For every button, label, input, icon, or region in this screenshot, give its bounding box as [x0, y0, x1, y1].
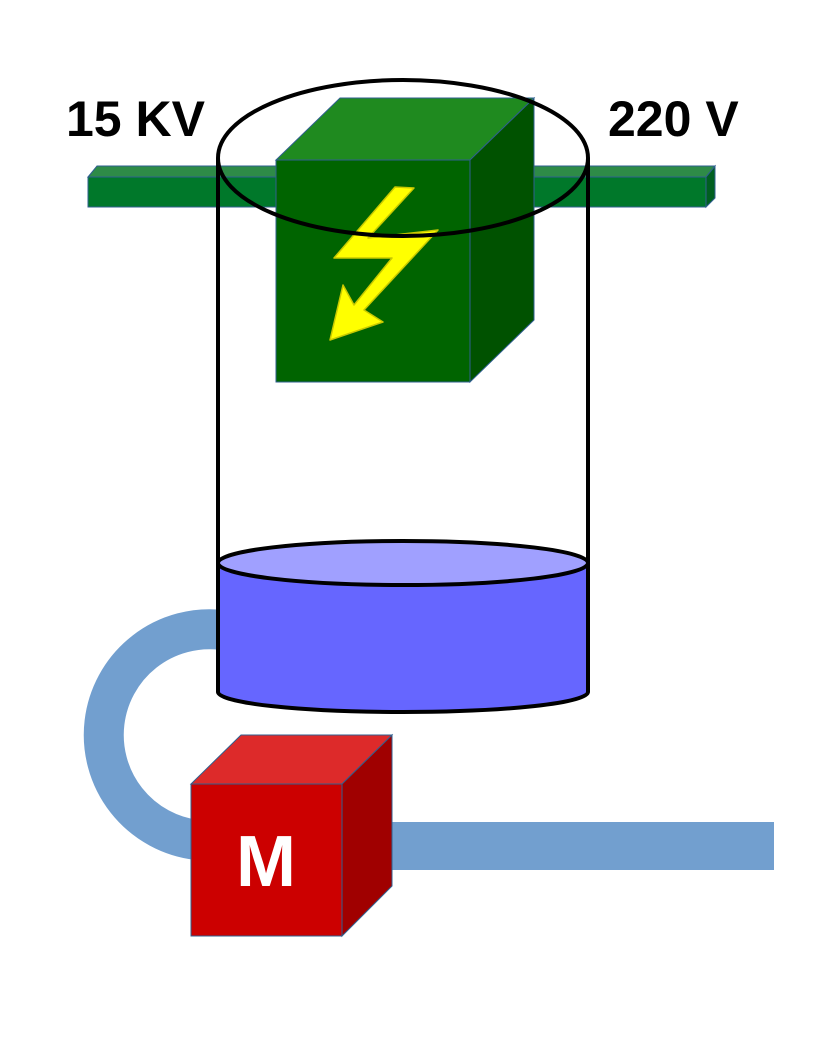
- high-voltage-bolt-icon: [329, 186, 439, 341]
- liquid-body: [218, 563, 588, 712]
- motor: M: [189, 733, 394, 938]
- liquid-bottom-edge: [216, 691, 590, 714]
- pipe-horizontal: [366, 822, 774, 870]
- liquid-surface: [216, 539, 590, 587]
- cylinder: [216, 158, 590, 692]
- voltage-label-right: 220 V: [608, 91, 739, 147]
- transformer-front: [275, 159, 471, 383]
- power-line-end: [705, 164, 716, 209]
- cylinder-top: [216, 78, 590, 238]
- pipe-arc: [83, 609, 225, 860]
- motor-box-icon: [190, 783, 343, 937]
- motor-label: M: [236, 822, 296, 902]
- voltage-label-left: 15 KV: [66, 91, 206, 147]
- transformer: [274, 96, 536, 384]
- liquid: [216, 539, 590, 714]
